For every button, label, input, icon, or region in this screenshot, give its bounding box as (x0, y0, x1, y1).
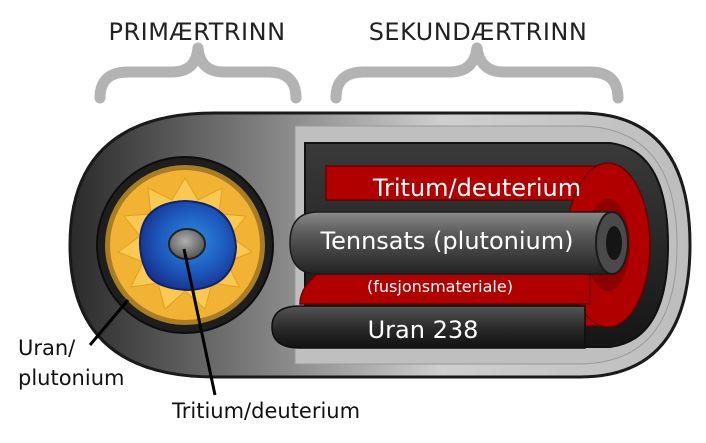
primary-plutonium-pit (168, 228, 206, 260)
uranium-plutonium-label-line1: Uran/ (18, 336, 76, 360)
secondary-stage-brace (330, 42, 624, 104)
primary-tritium-label: Tritium/deuterium (171, 399, 360, 423)
uranium-plutonium-leader (88, 299, 130, 346)
spark-plug-bore (606, 226, 622, 260)
tritium-primary-leader (182, 248, 217, 396)
primary-stage-brace (94, 42, 302, 104)
uranium-plutonium-label-line2: plutonium (18, 366, 124, 390)
fusion-material-label: (fusjonsmateriale) (367, 277, 513, 296)
primary-stage-header: PRIMÆRTRINN (108, 18, 285, 46)
spark-plug-label: Tennsats (plutonium) (320, 227, 574, 255)
uranium-plutonium-label: Uran/ plutonium (18, 336, 124, 390)
secondary-stage-header: SEKUNDÆRTRINN (369, 18, 588, 46)
secondary-tritium-label: Tritum/deuterium (372, 174, 581, 202)
spark-plug-cylinder (289, 211, 611, 275)
uranium-238-layer (271, 305, 586, 349)
uranium-238-label: Uran 238 (368, 316, 479, 344)
